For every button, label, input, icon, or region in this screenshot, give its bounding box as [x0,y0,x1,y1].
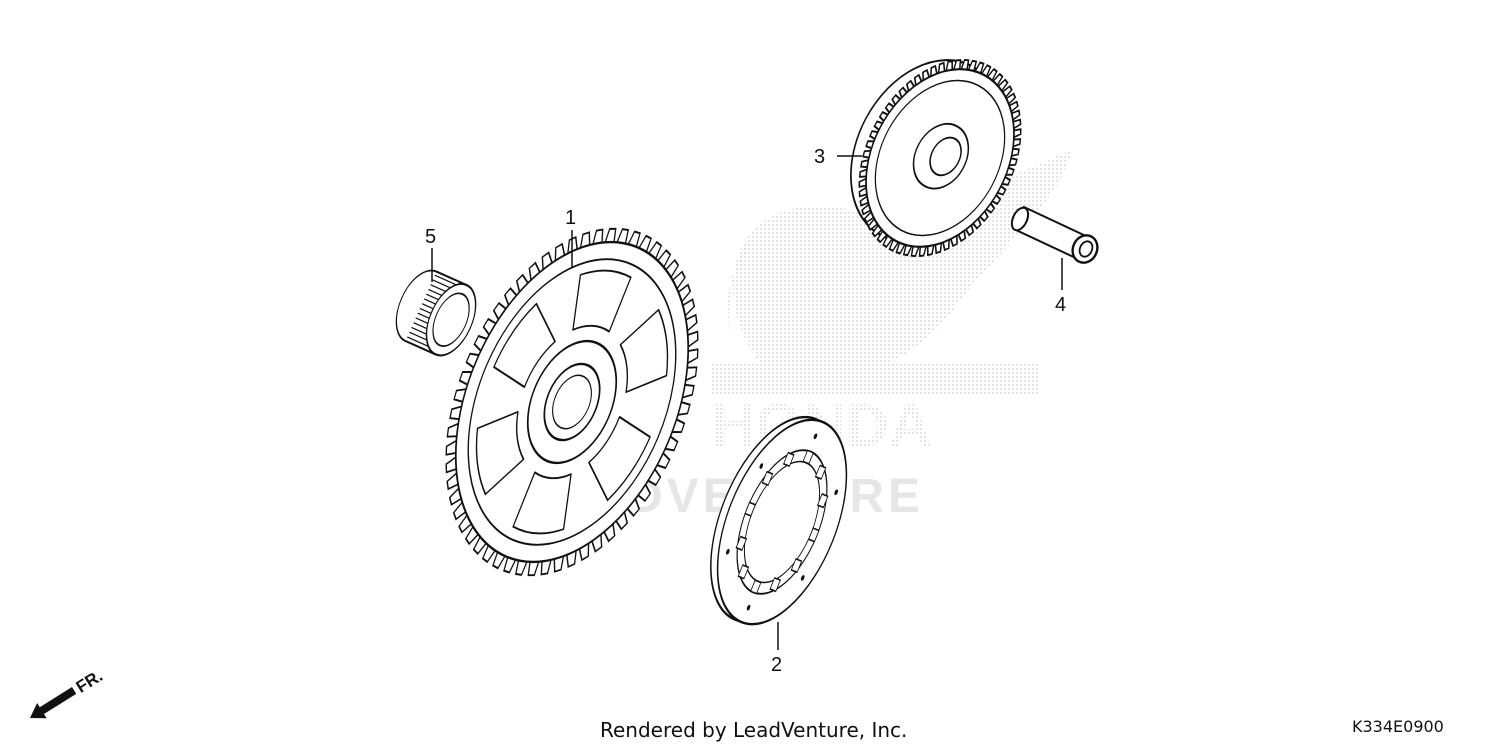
callout-part-3: 3 [814,146,825,168]
gear-teeth [858,58,1022,258]
leader-lines [431,155,1063,650]
bolt-holes [725,433,839,611]
callout-part-4: 4 [1055,294,1066,316]
front-direction-arrow-icon: FR. [30,666,106,719]
callout-part-2: 2 [771,654,782,676]
front-direction-label: FR. [73,666,106,697]
needle-bearing [395,269,477,357]
starter-driven-gear [445,227,699,577]
callout-part-5: 5 [425,226,436,248]
diagram-code: K334E0900 [1352,717,1444,736]
callout-part-1: 1 [565,207,576,229]
starter-reduction-gear [850,58,1022,258]
footer-credit: Rendered by LeadVenture, Inc. [600,718,908,742]
one-way-clutch [710,415,848,626]
reduction-gear-shaft [1010,205,1099,264]
clutch-sprags [735,449,829,595]
gear-windows [475,269,669,535]
